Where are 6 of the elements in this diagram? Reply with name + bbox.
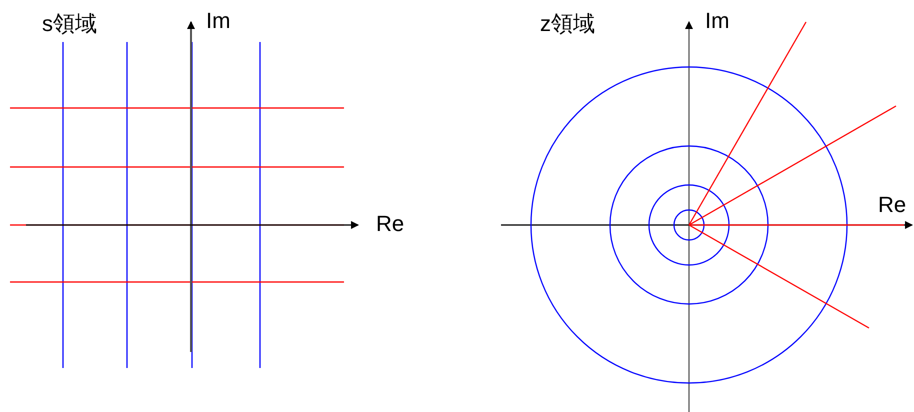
axis-label: Im (705, 9, 730, 33)
plane-title: s領域 (42, 12, 97, 36)
axis-label: Re (878, 193, 906, 217)
axis-label: Re (376, 212, 404, 236)
plane-title: z領域 (540, 12, 595, 36)
axis-label: Im (206, 9, 230, 33)
